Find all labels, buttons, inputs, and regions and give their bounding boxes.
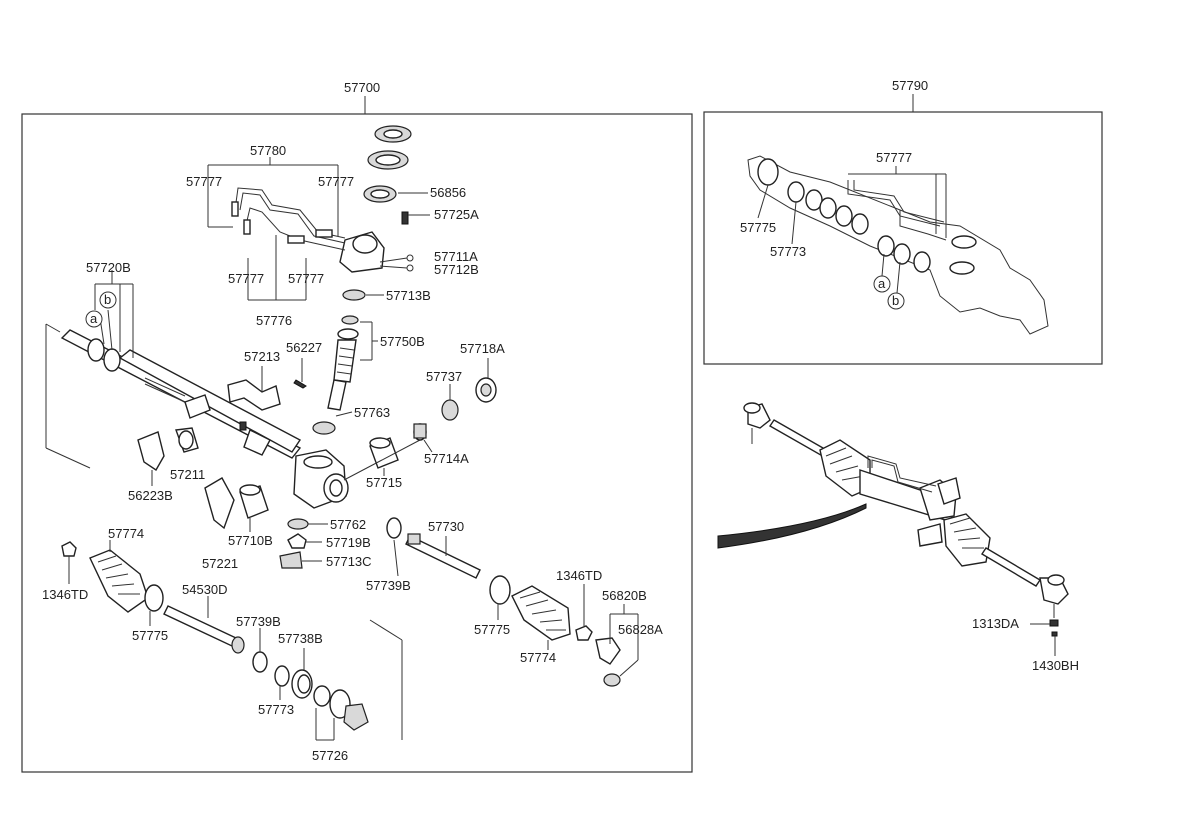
part-label-57777-d: 57777 xyxy=(288,271,324,286)
part-label-57775-left: 57775 xyxy=(132,628,168,643)
part-label-57719b: 57719B xyxy=(326,535,371,550)
part-label-56820b: 56820B xyxy=(602,588,647,603)
pinion-housing xyxy=(339,211,409,273)
nut-57714a xyxy=(413,423,427,441)
part-label-57711a: 57711A xyxy=(434,249,478,264)
part-label-57738b: 57738B xyxy=(278,631,323,646)
part-label-57775-right: 57775 xyxy=(474,622,510,637)
part-label-1346td-right: 1346TD xyxy=(556,568,602,583)
part-label-57211: 57211 xyxy=(170,467,205,482)
kit-callout-b xyxy=(887,292,905,310)
part-label-57213: 57213 xyxy=(244,349,280,364)
pinion-shaft xyxy=(312,315,359,435)
part-label-57713b: 57713B xyxy=(386,288,431,303)
callout-a-label: a xyxy=(90,311,98,326)
part-label-57777-b: 57777 xyxy=(318,174,354,189)
part-label-57726: 57726 xyxy=(312,748,348,763)
part-label-57712b: 57712B xyxy=(434,262,479,277)
ring-57773 xyxy=(274,665,290,687)
clamp-57775-right xyxy=(489,575,511,605)
callout-b-label: b xyxy=(104,292,111,307)
clamp-57211 xyxy=(175,427,199,453)
part-label-1313da: 1313DA xyxy=(972,616,1019,631)
part-label-57763: 57763 xyxy=(354,405,390,420)
assembly-number-57700: 57700 xyxy=(344,80,380,95)
part-label-57713c: 57713C xyxy=(326,554,372,569)
part-label-1346td-left: 1346TD xyxy=(42,587,88,602)
part-label-56223b: 56223B xyxy=(128,488,173,503)
clamp-57739b-right xyxy=(386,517,402,539)
feed-tubes xyxy=(231,187,346,251)
part-label-57776: 57776 xyxy=(256,313,292,328)
part-label-57221: 57221 xyxy=(202,556,238,571)
kit-label-57777: 57777 xyxy=(876,150,912,165)
boot-57774-right xyxy=(511,585,571,641)
nut-57719b xyxy=(287,533,307,549)
part-label-57780: 57780 xyxy=(250,143,286,158)
boot-57774-left xyxy=(89,549,149,613)
clamp-57775-left xyxy=(144,584,164,612)
seal-pack-57726 xyxy=(313,685,369,731)
clamp-57739b-left xyxy=(252,651,268,673)
part-label-57725a: 57725A xyxy=(434,207,479,222)
callout-a xyxy=(85,310,103,328)
part-label-57739b-right: 57739B xyxy=(366,578,411,593)
part-label-57720b: 57720B xyxy=(86,260,131,275)
part-label-56227: 56227 xyxy=(286,340,322,355)
part-label-57773: 57773 xyxy=(258,702,294,717)
bushing-57715 xyxy=(369,437,399,469)
plug-57713c xyxy=(279,551,303,569)
part-label-57715: 57715 xyxy=(366,475,402,490)
part-label-57774-right: 57774 xyxy=(520,650,556,665)
part-label-57774-left: 57774 xyxy=(108,526,144,541)
kit-label-57775: 57775 xyxy=(740,220,776,235)
assembly-number-57790: 57790 xyxy=(892,78,928,93)
clamp-56223b xyxy=(137,431,165,471)
part-label-56828a: 56828A xyxy=(618,622,663,637)
nut-1346td-right xyxy=(575,625,593,641)
kit-frame xyxy=(703,111,1103,365)
bearing-57738b xyxy=(291,669,313,699)
callout-b xyxy=(99,291,117,309)
seal-57713b xyxy=(342,289,366,301)
kit-housing-sketch xyxy=(747,155,1049,335)
kit-callout-b-label: b xyxy=(892,293,899,308)
bushing-57710b xyxy=(239,484,269,519)
part-label-1430bh: 1430BH xyxy=(1032,658,1079,673)
part-label-57777-a: 57777 xyxy=(186,174,222,189)
part-label-54530d: 54530D xyxy=(182,582,228,597)
part-label-57739b-left: 57739B xyxy=(236,614,281,629)
seal-57762 xyxy=(287,518,309,530)
part-label-57737: 57737 xyxy=(426,369,462,384)
part-label-57762: 57762 xyxy=(330,517,366,532)
inner-tie-rod-57730 xyxy=(405,533,481,579)
nut-1346td-left xyxy=(61,541,77,557)
rack-housing xyxy=(60,329,349,509)
part-label-57750b: 57750B xyxy=(380,334,425,349)
clamp-57221 xyxy=(204,477,235,530)
tie-rod-end-56820b xyxy=(595,637,621,687)
part-label-57710b: 57710B xyxy=(228,533,273,548)
part-label-57777-c: 57777 xyxy=(228,271,264,286)
kit-callout-a-label: a xyxy=(878,276,886,291)
part-label-57714a: 57714A xyxy=(424,451,469,466)
kit-label-57773: 57773 xyxy=(770,244,806,259)
pinion-seal-stack xyxy=(363,125,412,203)
part-label-56856: 56856 xyxy=(430,185,466,200)
part-label-57730: 57730 xyxy=(428,519,464,534)
bushing-57737 xyxy=(441,399,459,421)
main-assembly-frame xyxy=(21,113,693,773)
part-label-57718a: 57718A xyxy=(460,341,505,356)
complete-rack-assembly xyxy=(717,402,1069,637)
tie-rod-54530d xyxy=(163,605,245,654)
mounting-bracket-57213 xyxy=(227,379,281,411)
